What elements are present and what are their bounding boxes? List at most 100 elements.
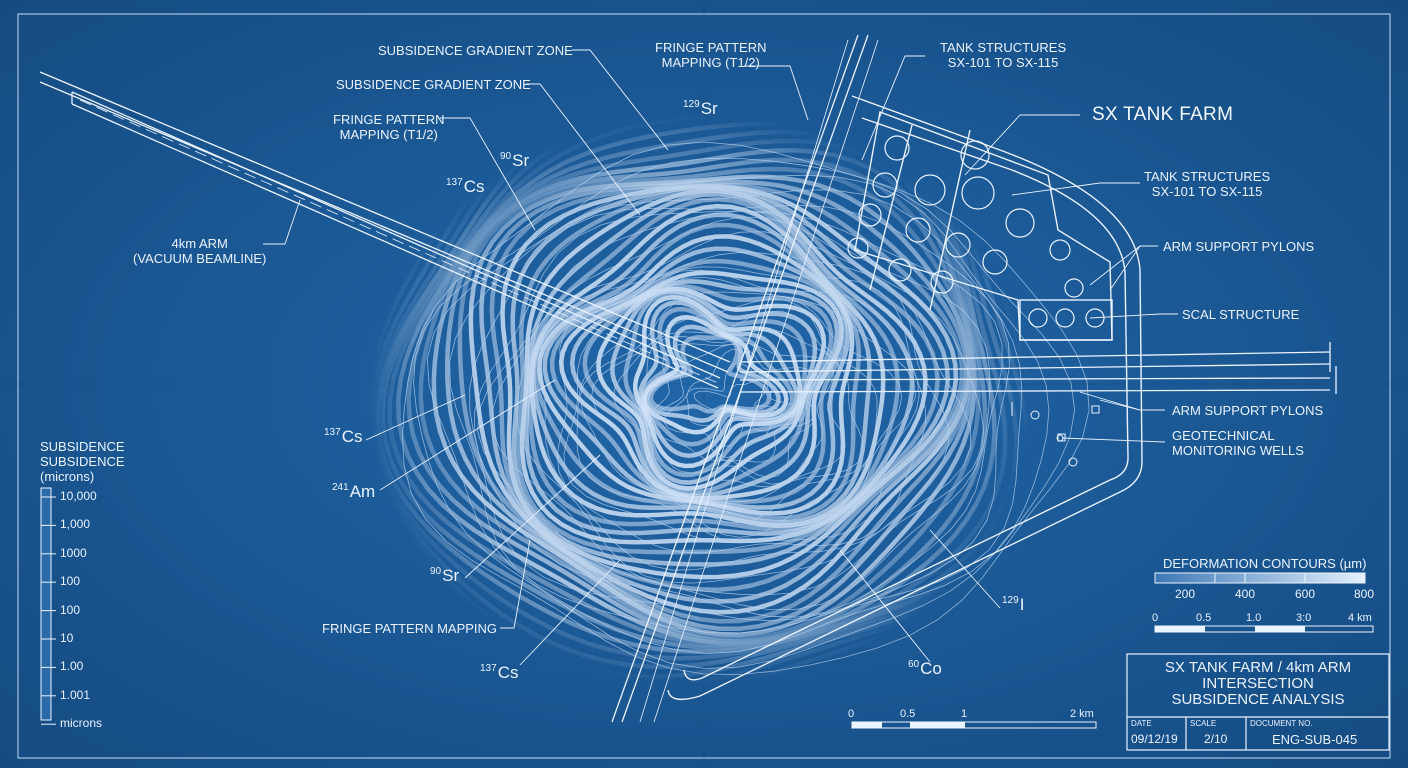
tank-circle [1064, 278, 1084, 298]
subsidence-legend-title-3: (microns) [40, 469, 95, 484]
contour-line [516, 231, 972, 584]
tank-circle [884, 135, 910, 161]
border-frame [17, 13, 1391, 759]
label-tank-structures-mid-line1: TANK STRUCTURES [1144, 169, 1271, 184]
subsidence-legend-title-2: SUBSIDENCE [40, 454, 125, 469]
title-block-frame [1126, 653, 1390, 751]
label-fringe-top-line2: MAPPING (T1/2) [661, 55, 760, 70]
document-value: ENG-SUB-045 [1272, 732, 1358, 747]
contour-line [477, 210, 991, 611]
subsidence-legend-title-1: SUBSIDENCE [40, 439, 125, 454]
tank-circle [905, 217, 931, 243]
label-fringe-top: FRINGE PATTERN MAPPING (T1/2) [655, 40, 766, 70]
fringe-band [510, 184, 951, 567]
fringe-band [301, 36, 1113, 736]
fringe-band [418, 138, 981, 642]
scale-right-tick: 3:0 [1296, 612, 1312, 624]
isotope-label: 90Sr [500, 151, 530, 170]
fringe-band [457, 166, 974, 624]
deformation-tick: 200 [1175, 587, 1196, 601]
fringe-band [623, 291, 808, 478]
contour-line [591, 298, 878, 524]
tank-circle [858, 203, 882, 227]
subsidence-legend-label: 10,000 [60, 489, 97, 503]
label-arm-support-pylons-1: ARM SUPPORT PYLONS [1163, 239, 1315, 254]
label-tank-structures-top-line2: SX-101 TO SX-115 [947, 55, 1059, 70]
isotope-label: 129Sr [683, 99, 718, 118]
label-sx-tank-farm: SX TANK FARM [1092, 104, 1234, 125]
isotope-label: 137Cs [446, 177, 485, 196]
fringe-band [325, 46, 1101, 725]
isotope-label: 60Co [908, 659, 942, 678]
label-fringe-bottom: FRINGE PATTERN MAPPING [322, 621, 498, 636]
fringe-band [431, 148, 977, 637]
fringe-band [362, 60, 1067, 690]
fringe-band [313, 42, 1108, 731]
isotope-label: 137Cs [480, 663, 519, 682]
scale-label: SCALE [1190, 719, 1217, 728]
subsidence-legend-label: 10 [60, 631, 74, 645]
deformation-tick: 600 [1295, 587, 1316, 601]
label-tank-structures-mid-line2: SX-101 TO SX-115 [1151, 184, 1263, 199]
fringe-band [533, 222, 862, 521]
subsidence-legend-label: 1000 [60, 545, 87, 560]
tank-circle [960, 140, 990, 170]
scale-right-tick: 0 [1152, 612, 1159, 624]
scale-bottom-tick: 1 [961, 708, 968, 720]
title-block: SX TANK FARM / 4km ARM INTERSECTION SUBS… [1127, 660, 1389, 708]
monitoring-wells [1011, 402, 1100, 467]
deformation-legend-bar [1154, 572, 1366, 584]
label-arm-support-pylons-2: ARM SUPPORT PYLONS [1172, 403, 1324, 418]
label-geotech-line2: MONITORING WELLS [1172, 443, 1304, 458]
deformation-tick: 800 [1354, 587, 1375, 601]
label-geotech-line1: GEOTECHNICAL [1172, 428, 1275, 443]
label-fringe-top-line1: FRINGE PATTERN [655, 40, 767, 55]
scale-bar-bottom [851, 721, 1097, 729]
tank-circle [945, 232, 971, 258]
label-subsidence-gradient-1: SUBSIDENCE GRADIENT ZONE [378, 43, 573, 58]
contour-line [563, 269, 920, 544]
deformation-contour-lines [402, 141, 1090, 675]
tank-circle [1085, 308, 1105, 328]
contour-line [413, 157, 1076, 669]
contour-line [449, 189, 1023, 634]
fringe-band [637, 300, 800, 458]
east-beamline [739, 342, 1337, 394]
scale-bottom-tick: 2 km [1070, 708, 1094, 720]
tank-circle [914, 174, 946, 206]
contour-line [646, 342, 834, 485]
label-4km-arm: 4km ARM (VACUUM BEAMLINE) [133, 236, 266, 266]
contour-line [686, 362, 805, 459]
fringe-band [642, 315, 789, 435]
subsidence-legend-bar [40, 487, 52, 721]
tank-circle [961, 176, 995, 210]
contour-line [469, 204, 1010, 622]
fringe-band [596, 286, 827, 491]
label-tank-structures-mid: TANK STRUCTURES SX-101 TO SX-115 [1144, 169, 1270, 199]
title-line2: INTERSECTION [1202, 675, 1314, 692]
label-arm-line1: 4km ARM [171, 236, 228, 251]
scale-bar-right [1154, 625, 1374, 633]
subsidence-legend-label: 1.001 [60, 687, 91, 702]
fringe-band [500, 183, 959, 580]
fringe-band [444, 157, 975, 632]
leader-lines [263, 49, 1178, 666]
tank-circle [982, 249, 1008, 275]
contour-line [576, 276, 916, 543]
contour-line [556, 266, 927, 554]
scale-right-tick: 4 km [1348, 612, 1372, 624]
contour-line [540, 251, 949, 571]
tank-circle [930, 270, 954, 294]
label-arm-line2: (VACUUM BEAMLINE) [133, 251, 267, 266]
fringe-band [633, 295, 803, 469]
contour-line [492, 216, 985, 596]
fringe-band [558, 270, 844, 501]
label-fringe-left-line1: FRINGE PATTERN [333, 112, 445, 127]
title-line3: SUBSIDENCE ANALYSIS [1171, 691, 1345, 708]
fringe-band [479, 179, 969, 604]
contour-line [426, 174, 1050, 654]
sx-tank-structures [847, 135, 1105, 328]
scale-right-tick: 1.0 [1246, 612, 1262, 624]
scale-bottom-tick: 0.5 [900, 708, 916, 720]
subsidence-legend-label: microns [60, 716, 103, 731]
